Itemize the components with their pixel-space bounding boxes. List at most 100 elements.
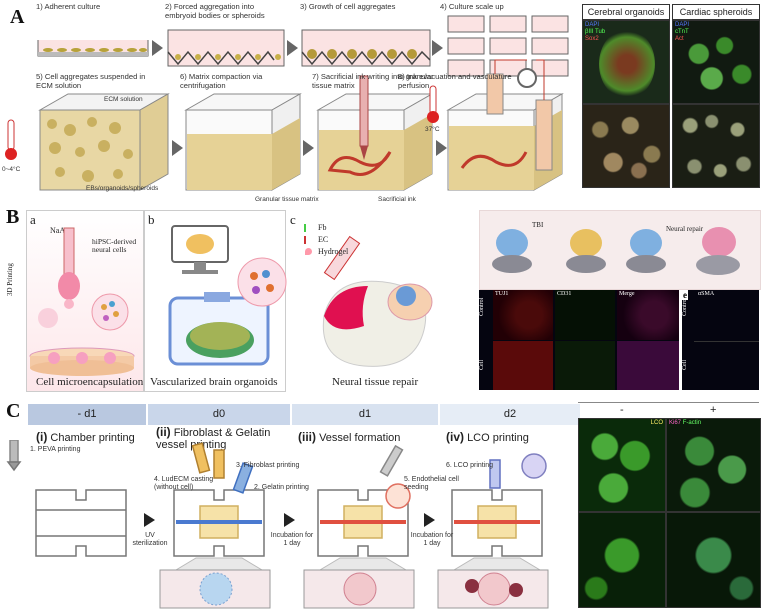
cerebral-marker-tub: βIII Tub <box>585 29 606 35</box>
arrow-label-incubation-2: Incubation for 1 day <box>410 532 454 547</box>
neural-repair-label: Neural repair <box>666 225 704 233</box>
ebs-label: EBs/organoids/spheroids <box>86 185 159 192</box>
scale-up-plates <box>447 15 569 77</box>
panel-a-schematic <box>5 15 569 191</box>
stage-iii-num: (iii) <box>298 430 316 444</box>
cube-writing <box>316 75 434 191</box>
legend-hydrogel: Hydrogel <box>318 247 349 256</box>
stage-iv-text: LCO printing <box>467 432 529 444</box>
lco-micrograph-top-right: Ki67 F-actin <box>666 418 761 512</box>
day-2: d2 <box>440 404 580 425</box>
ki67-marker: Ki67 <box>669 420 682 426</box>
lco-marker: LCO <box>650 420 663 426</box>
step-8-label: 8) Ink evacuation and vasculature perfus… <box>398 72 512 90</box>
cardiac-micrograph-top: DAPI cTnT Act <box>672 20 760 104</box>
stain-grid: TUJ1 CD31 Merge Control Cell <box>479 290 679 390</box>
legend-list: Fb EC Hydrogel <box>304 222 348 258</box>
lco-micrograph-bottom-right <box>666 512 761 608</box>
row-label-cell: Cell <box>479 360 485 370</box>
temp-warm-label: 37°C <box>425 126 440 133</box>
caption-microencapsulation: Cell microencapsulation <box>36 376 144 388</box>
caption-brain-organoids: Vascularized brain organoids <box>150 376 278 388</box>
cardiac-micrograph-bottom <box>672 104 760 188</box>
c-step-1: 1. PEVA printing <box>30 446 81 453</box>
day-0: d0 <box>148 404 290 425</box>
stage-iii: (iii) Vessel formation <box>298 430 400 444</box>
lco-micrograph-bottom-left <box>578 512 666 608</box>
sma-row-control: Control <box>682 297 688 316</box>
c-plus-label: + <box>710 404 717 416</box>
factin-marker: F-actin <box>682 420 702 426</box>
granular-label: Granular tissue matrix <box>255 196 319 203</box>
thermometer-warm <box>427 85 439 123</box>
printing-vertical-label: 3D Printing <box>6 263 14 296</box>
cube-ecm <box>38 93 170 191</box>
cube-compaction <box>184 93 302 191</box>
stage-ii-num: (ii) <box>156 425 171 439</box>
hydrogel-icon <box>305 248 312 255</box>
ecm-solution-label: ECM solution <box>104 96 143 103</box>
step-4-label: 4) Culture scale up <box>440 2 504 11</box>
aggregation-plate <box>167 29 285 67</box>
cerebral-title: Cerebral organoids <box>582 4 670 20</box>
stain-tuj1: TUJ1 <box>495 291 509 297</box>
panel-c-letter: C <box>6 400 21 422</box>
stage-i-text: Chamber printing <box>50 432 135 444</box>
c-step-5: 5. Endothelial cell seeding <box>404 476 459 491</box>
naa-label: NaA <box>50 226 66 235</box>
c-micro-divider <box>578 402 759 403</box>
row-label-control: Control <box>479 297 485 316</box>
cerebral-micrograph-bottom <box>582 104 670 188</box>
arrow-label-uv: UV sterilization <box>132 532 168 547</box>
day-minus1: - d1 <box>28 404 146 425</box>
temp-cold-label: 0~4°C <box>2 166 21 173</box>
stage-iii-text: Vessel formation <box>319 432 401 444</box>
step-2-label: 2) Forced aggregation into embryoid bodi… <box>165 2 265 20</box>
caption-neural-repair: Neural tissue repair <box>332 376 419 388</box>
panel-a-letter: A <box>10 6 25 28</box>
hipsc-label: hiPSC-derived neural cells <box>92 237 137 254</box>
sacrificial-label: Sacrificial ink <box>378 196 416 203</box>
stage-i-num: (i) <box>36 430 48 444</box>
chamber-1 <box>6 440 127 557</box>
step-7-label: 7) Sacrificial ink writing into granular… <box>312 72 434 90</box>
adherent-dish <box>37 40 149 57</box>
stain-cd31: CD31 <box>557 291 572 297</box>
c-step-3: 3. Fibroblast printing <box>236 462 300 469</box>
legend-ec: EC <box>318 235 329 244</box>
stage-ii: (ii) Fibroblast & Gelatin vessel printin… <box>156 426 286 451</box>
arrow-label-incubation-1: Incubation for 1 day <box>270 532 314 547</box>
step-1-label: 1) Adherent culture <box>36 2 101 11</box>
chamber-2 <box>173 442 265 557</box>
sub-panel-a-letter: a <box>30 212 36 227</box>
stage-iv: (iv) LCO printing <box>446 430 529 444</box>
fb-icon <box>304 224 316 232</box>
stage-i: (i) Chamber printing <box>36 430 135 444</box>
ec-icon <box>304 236 316 244</box>
panel-b-schematic <box>29 225 433 376</box>
step-3-label: 3) Growth of cell aggregates <box>300 2 396 11</box>
cube-perfusion <box>446 59 564 191</box>
stain-merge: Merge <box>619 291 635 297</box>
sub-panel-b-box <box>144 210 286 392</box>
step-6-label: 6) Matrix compaction via centrifugation <box>180 72 263 90</box>
sma-letter: e <box>682 290 688 300</box>
c-step-6: 6. LCO printing <box>446 462 494 469</box>
thermometer-cold <box>5 119 17 160</box>
tbi-label: TBI <box>532 221 544 229</box>
panel-c-schematic <box>6 440 549 609</box>
chamber-4 <box>451 453 547 557</box>
stage-iv-num: (iv) <box>446 430 464 444</box>
legend-fb: Fb <box>318 223 327 232</box>
cardiac-marker-ctnt: cTnT <box>675 29 689 35</box>
cerebral-marker-sox2: Sox2 <box>585 36 599 42</box>
stage-ii-text: Fibroblast & Gelatin vessel printing <box>156 427 271 451</box>
cardiac-marker-act: Act <box>675 36 684 42</box>
lco-micrograph-top-left: LCO <box>578 418 666 512</box>
cerebral-micrograph-top: DAPI βIII Tub Sox2 <box>582 20 670 104</box>
step-5-label: 5) Cell aggregates suspended in ECM solu… <box>36 72 146 90</box>
growth-plate <box>301 29 431 67</box>
cardiac-marker-dapi: DAPI <box>675 22 690 28</box>
panel-b-letter: B <box>6 206 20 228</box>
cerebral-marker-dapi: DAPI <box>585 22 600 28</box>
